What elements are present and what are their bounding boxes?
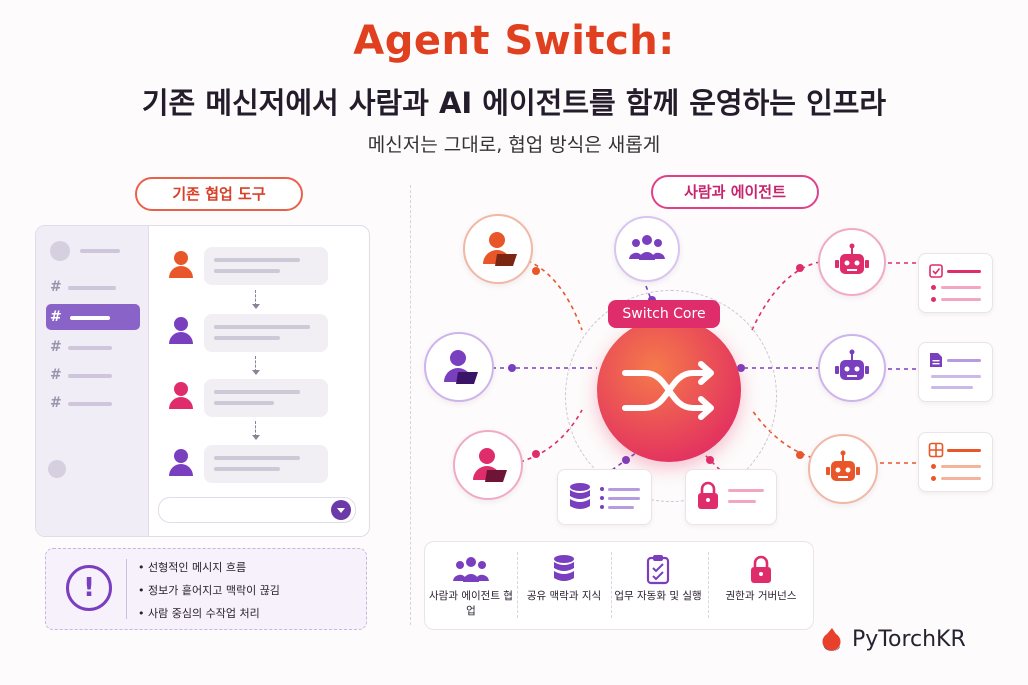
messenger-mockup: # # # # # bbox=[35, 225, 370, 537]
robot-icon bbox=[835, 243, 869, 274]
lock-icon bbox=[751, 555, 771, 583]
brand-logo bbox=[820, 626, 846, 660]
channel-name bbox=[68, 374, 112, 378]
message-input[interactable] bbox=[158, 497, 356, 523]
flow-arrow bbox=[252, 290, 260, 309]
user-avatar-icon bbox=[169, 251, 193, 278]
shuffle-icon bbox=[622, 361, 714, 420]
feature-item: 권한과 거버넌스 bbox=[715, 554, 807, 604]
headline: 기존 메신저에서 사람과 AI 에이전트를 함께 운영하는 인프라 bbox=[141, 86, 887, 120]
channel-hash: # bbox=[50, 367, 62, 383]
feature-divider bbox=[708, 552, 709, 618]
chevron-down-icon bbox=[337, 508, 345, 513]
user-avatar-icon bbox=[169, 382, 193, 409]
brand-name: PyTorchKR bbox=[852, 627, 966, 652]
feature-label: 사람과 에이전트 협업 bbox=[429, 590, 513, 617]
feature-divider bbox=[517, 552, 518, 618]
channel-name bbox=[68, 286, 116, 290]
channel-name bbox=[68, 346, 112, 350]
issues-box: ! • 선형적인 메시지 흐름 • 정보가 흩어지고 맥락이 끊김 • 사람 중… bbox=[45, 548, 367, 630]
channel-hash: # bbox=[50, 309, 62, 325]
board-card bbox=[918, 432, 993, 492]
workspace-name bbox=[80, 249, 120, 253]
messenger-sidebar: # # # # # bbox=[36, 226, 149, 536]
database-icon bbox=[554, 555, 574, 581]
grid-icon bbox=[928, 442, 944, 458]
feature-strip: 사람과 에이전트 협업 공유 맥락과 지식 업무 자동화 및 실행 권한과 거버… bbox=[424, 541, 814, 630]
feature-item: 사람과 에이전트 협업 bbox=[425, 554, 517, 619]
agent-node bbox=[818, 334, 886, 402]
feature-label: 공유 맥락과 지식 bbox=[526, 590, 602, 602]
legacy-tools-pill: 기존 협업 도구 bbox=[135, 177, 303, 211]
document-icon bbox=[930, 353, 942, 367]
workspace-avatar bbox=[50, 241, 70, 261]
checklist-card bbox=[918, 253, 993, 313]
governance-card bbox=[685, 469, 777, 525]
channel-name bbox=[68, 402, 112, 406]
flame-logo-icon bbox=[822, 628, 841, 651]
issues-divider bbox=[126, 559, 127, 619]
main-title: Agent Switch: bbox=[353, 18, 675, 64]
feature-item: 업무 자동화 및 실행 bbox=[612, 554, 704, 604]
flow-arrow bbox=[252, 421, 260, 440]
message-bubble bbox=[204, 445, 328, 483]
channel-hash: # bbox=[50, 339, 62, 355]
send-button[interactable] bbox=[331, 500, 351, 520]
document-card bbox=[918, 342, 993, 402]
database-icon bbox=[570, 483, 590, 509]
agent-node bbox=[818, 228, 886, 296]
human-node bbox=[453, 430, 523, 500]
channel-hash: # bbox=[50, 279, 62, 295]
robot-icon bbox=[835, 349, 869, 380]
user-avatar-icon bbox=[169, 317, 193, 344]
human-node bbox=[424, 332, 494, 402]
channel-hash: # bbox=[50, 395, 62, 411]
agent-node bbox=[808, 434, 878, 504]
alert-icon: ! bbox=[66, 565, 112, 611]
human-agent-pill: 사람과 에이전트 bbox=[651, 175, 819, 209]
message-bubble bbox=[204, 379, 328, 417]
switch-core-label: Switch Core bbox=[608, 300, 720, 328]
feature-divider bbox=[611, 552, 612, 618]
person-laptop-icon bbox=[483, 232, 517, 266]
knowledge-card bbox=[557, 469, 652, 525]
issue-item: • 사람 중심의 수작업 처리 bbox=[138, 607, 260, 620]
feature-item: 공유 맥락과 지식 bbox=[518, 554, 610, 604]
feature-label: 업무 자동화 및 실행 bbox=[614, 590, 702, 602]
user-avatar-icon bbox=[169, 449, 193, 476]
core-orbit bbox=[565, 290, 777, 502]
feature-label: 권한과 거버넌스 bbox=[725, 590, 797, 602]
team-icon bbox=[453, 557, 489, 582]
issue-item: • 정보가 흩어지고 맥락이 끊김 bbox=[138, 584, 280, 597]
message-bubble bbox=[204, 247, 328, 285]
switch-core bbox=[597, 318, 741, 462]
subtitle: 메신저는 그대로, 협업 방식은 새롭게 bbox=[367, 134, 661, 156]
human-node bbox=[463, 214, 533, 284]
person-laptop-icon bbox=[473, 448, 507, 482]
lock-icon bbox=[698, 481, 718, 509]
flow-arrow bbox=[252, 356, 260, 375]
section-divider bbox=[410, 185, 411, 625]
checkbox-icon bbox=[929, 264, 943, 278]
team-node bbox=[614, 216, 680, 282]
issue-item: • 선형적인 메시지 흐름 bbox=[138, 561, 247, 574]
message-bubble bbox=[204, 314, 328, 352]
channel-name bbox=[70, 316, 110, 320]
team-icon bbox=[629, 235, 665, 260]
clipboard-icon bbox=[646, 555, 670, 585]
person-laptop-icon bbox=[444, 350, 478, 384]
robot-icon bbox=[826, 450, 860, 481]
user-avatar bbox=[48, 460, 66, 478]
